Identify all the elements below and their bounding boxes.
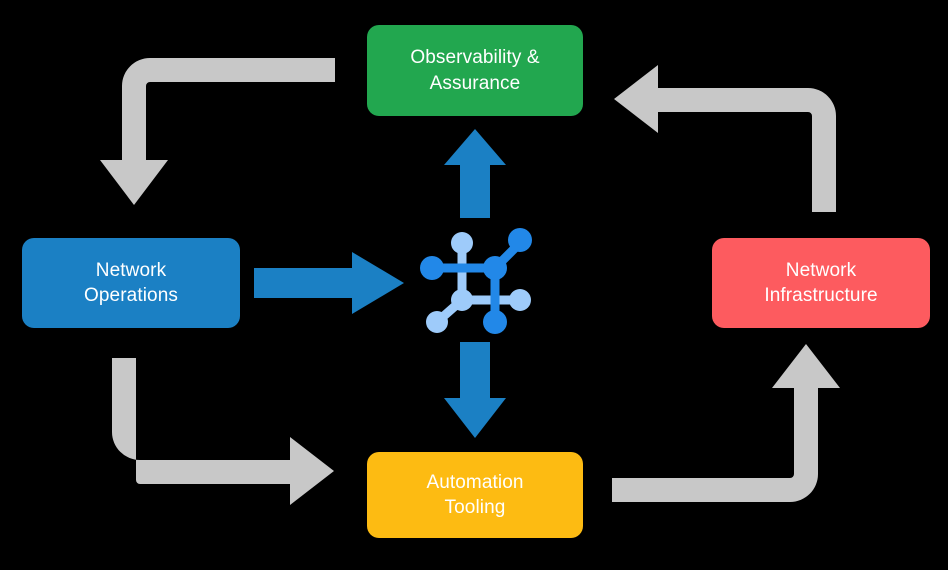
box-infrastructure-label: Network Infrastructure [764,259,878,306]
box-observability-label: Observability & Assurance [410,47,540,94]
box-observability-assurance[interactable]: Observability & Assurance [367,25,583,116]
arrow-observability-to-operations [100,58,335,205]
box-automation-label: Automation Tooling [426,471,524,518]
arrow-infrastructure-to-observability [614,65,836,212]
arrow-operations-to-automation [112,358,334,505]
box-network-infrastructure[interactable]: Network Infrastructure [712,238,930,328]
arrow-center-to-observability [444,129,506,218]
box-operations-label: Network Operations [84,259,178,306]
box-automation-tooling[interactable]: Automation Tooling [367,452,583,538]
arrow-center-to-automation [444,342,506,438]
network-topology-icon [420,228,532,334]
box-network-operations[interactable]: Network Operations [22,238,240,328]
arrow-automation-to-infrastructure [612,344,840,502]
arrow-operations-to-center [254,252,404,314]
